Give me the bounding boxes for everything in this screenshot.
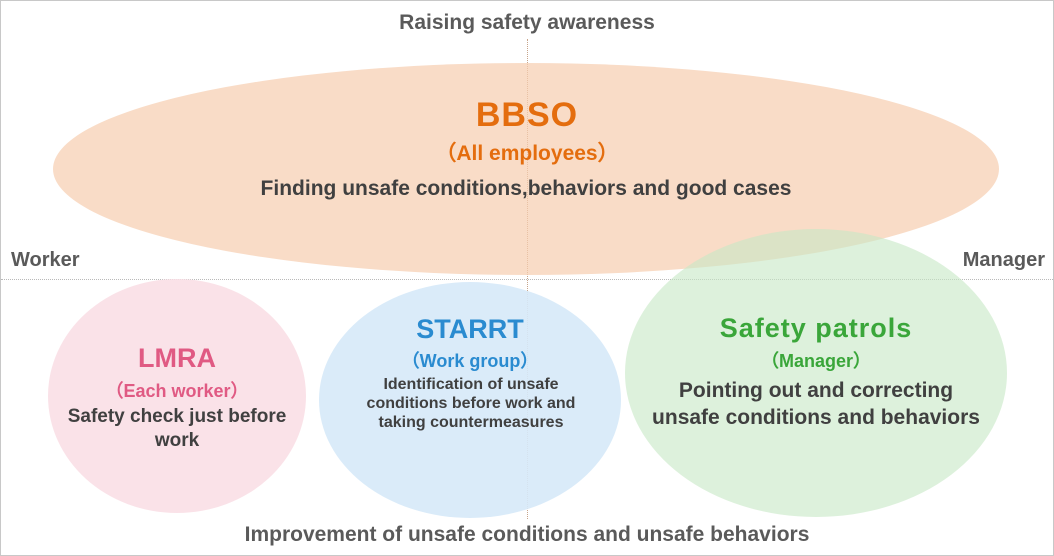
lmra-description: Safety check just before work [67, 406, 287, 451]
top-axis-label: Raising safety awareness [399, 11, 655, 34]
safety-patrols-subtitle: （Manager） [760, 351, 872, 371]
starrt-description: Identification of unsafe conditions befo… [366, 376, 576, 431]
safety-patrols-description: Pointing out and correcting unsafe condi… [652, 379, 980, 429]
bbso-subtitle: （All employees） [435, 142, 619, 165]
lmra-title: LMRA [138, 343, 216, 373]
manager-axis-label: Manager [962, 249, 1045, 271]
bottom-axis-label: Improvement of unsafe conditions and uns… [244, 523, 810, 546]
safety-patrols-title: Safety patrols [719, 313, 913, 343]
bbso-description: Finding unsafe conditions,behaviors and … [260, 177, 792, 200]
lmra-ellipse [48, 279, 306, 513]
worker-axis-label: Worker [11, 249, 80, 271]
safety-patrols-ellipse [625, 229, 1007, 517]
starrt-ellipse [319, 282, 621, 518]
starrt-title: STARRT [416, 314, 524, 344]
horizontal-axis-line [1, 279, 1053, 280]
lmra-subtitle: （Each worker） [105, 381, 249, 401]
starrt-subtitle: （Work group） [401, 351, 539, 371]
bbso-title: BBSO [475, 96, 579, 134]
